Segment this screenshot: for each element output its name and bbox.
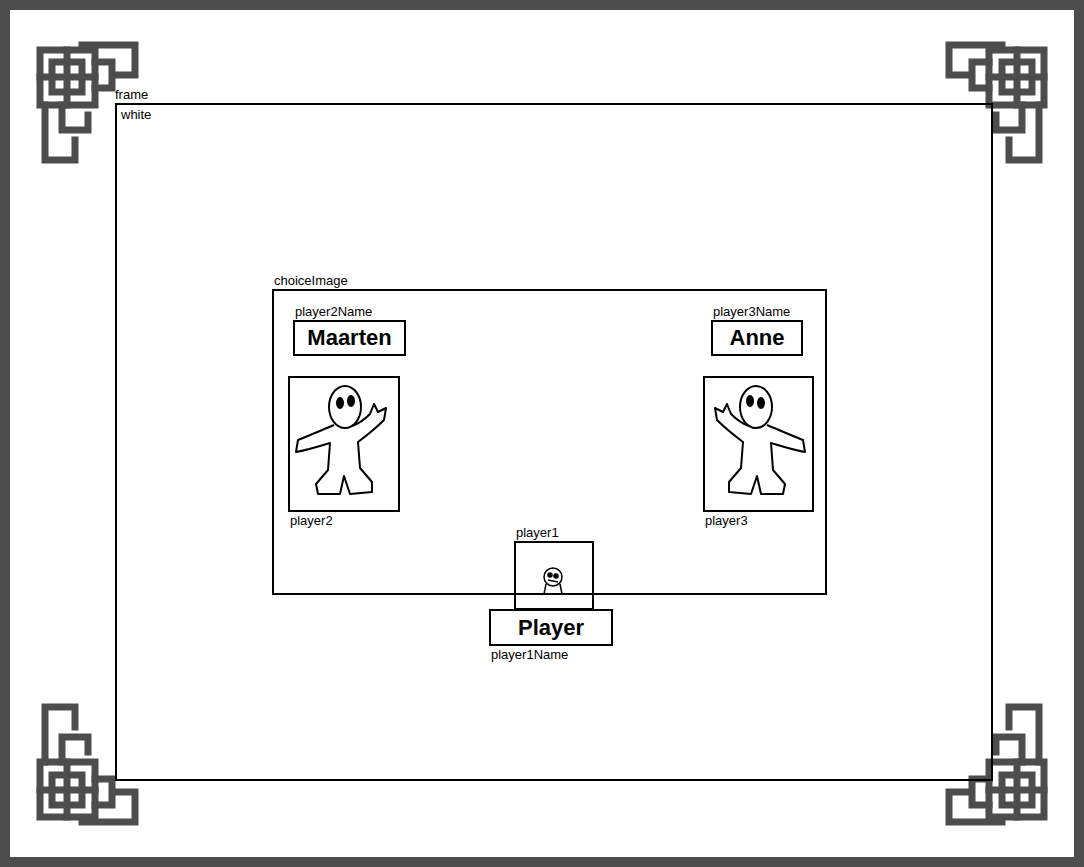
- player-name: Player: [518, 615, 584, 641]
- outer-frame: [5, 5, 1079, 862]
- player-image-box: player3: [703, 376, 814, 512]
- element-label: player3Name: [713, 304, 790, 319]
- element-label: player2Name: [295, 304, 372, 319]
- player-image-box: player2: [288, 376, 400, 512]
- name-box: player3NameAnne: [711, 320, 803, 356]
- element-label: player2: [290, 513, 333, 528]
- player-name: Maarten: [307, 325, 391, 351]
- element-label: choiceImage: [274, 273, 348, 288]
- name-box: player2NameMaarten: [293, 320, 406, 356]
- player-avatar: [544, 568, 562, 594]
- corner-ornament: [949, 707, 1044, 822]
- choice-image: choiceImageplayer2NameMaartenplayer3Name…: [272, 289, 827, 595]
- name-box: Playerplayer1Name: [489, 609, 613, 646]
- player-figure: [296, 386, 386, 494]
- element-label: player3: [705, 513, 748, 528]
- corner-ornament: [40, 707, 135, 822]
- white-region: whitechoiceImageplayer2NameMaartenplayer…: [115, 103, 993, 781]
- element-label: player1Name: [491, 647, 568, 662]
- player-figure: [715, 386, 805, 494]
- element-label: frame: [115, 87, 148, 102]
- player-name: Anne: [730, 325, 785, 351]
- element-label: player1: [516, 525, 559, 540]
- element-label: white: [121, 107, 151, 122]
- player-image-box: player1: [514, 541, 594, 610]
